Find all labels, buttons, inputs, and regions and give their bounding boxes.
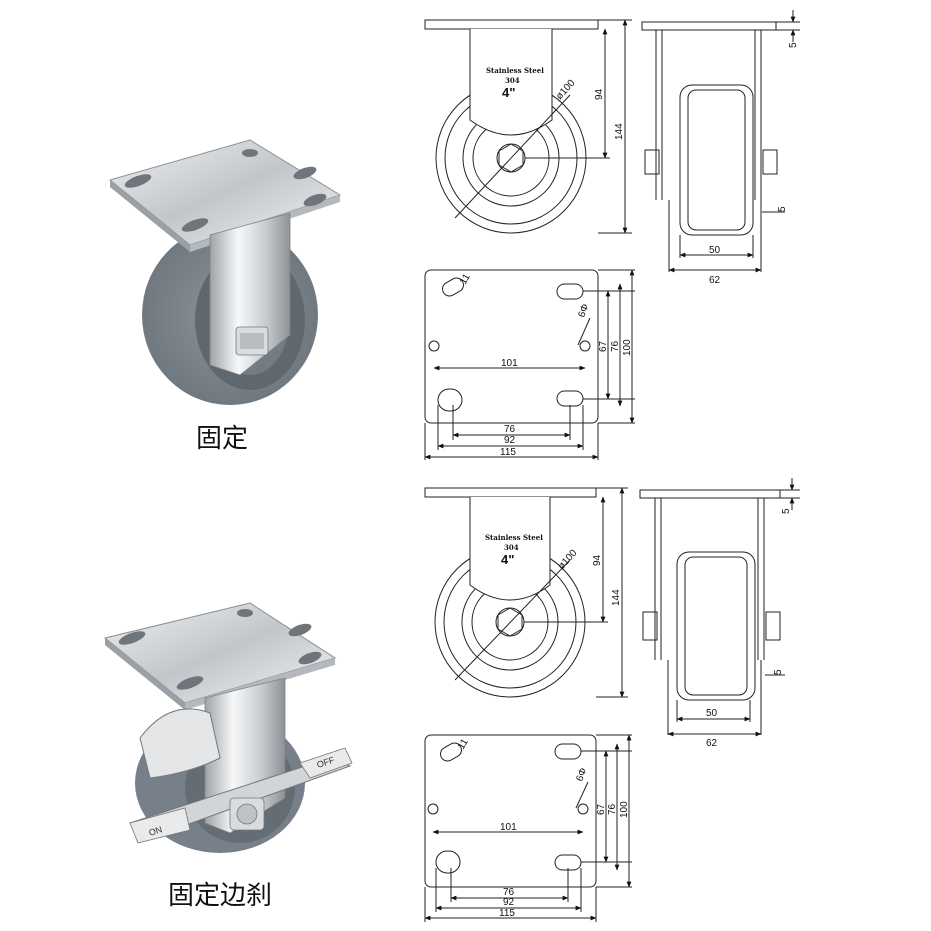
plate-h76-1: 76 bbox=[504, 424, 516, 435]
fixed-brake-caption: 固定边刹 bbox=[168, 881, 273, 911]
front-diameter-2: ø100 bbox=[556, 547, 580, 572]
front-view-1 bbox=[424, 19, 632, 234]
stamp-material-1: Stainless Steel bbox=[486, 66, 544, 75]
plate-v76-2: 76 bbox=[607, 803, 618, 815]
plate-h92-2: 92 bbox=[503, 897, 515, 908]
side-bracket-width-1: 62 bbox=[709, 275, 721, 286]
side-plate-thickness-1: 5 bbox=[788, 42, 799, 48]
stamp-material-2: Stainless Steel bbox=[485, 533, 543, 542]
side-plate-thickness-2: 5 bbox=[781, 508, 792, 514]
front-axle-height-2: 94 bbox=[592, 554, 603, 566]
plate-h76-2: 76 bbox=[503, 887, 515, 898]
stamp-size-2: 4" bbox=[501, 552, 514, 567]
plate-hole-dia-1: 6Φ bbox=[576, 303, 591, 320]
side-wheel-width-2: 50 bbox=[706, 708, 718, 719]
plate-span-2: 101 bbox=[500, 822, 517, 833]
side-view-1 bbox=[641, 10, 800, 273]
stamp-grade-1: 304 bbox=[505, 76, 520, 85]
fixed-caption: 固定 bbox=[196, 424, 249, 454]
plate-span-1: 101 bbox=[501, 358, 518, 369]
plate-view-1 bbox=[424, 269, 635, 460]
front-total-height-1: 144 bbox=[614, 123, 625, 140]
side-bracket-width-2: 62 bbox=[706, 738, 718, 749]
plate-hole-dia-2: 6Φ bbox=[574, 767, 589, 784]
plate-slot-2: 11 bbox=[456, 737, 471, 752]
side-axle-offset-1: 5 bbox=[777, 206, 788, 212]
plate-v100-1: 100 bbox=[622, 339, 633, 356]
plate-v67-1: 67 bbox=[598, 340, 609, 352]
fixed-caster-photo bbox=[108, 139, 342, 405]
side-axle-offset-2: 5 bbox=[773, 669, 784, 675]
front-view-2 bbox=[424, 487, 628, 698]
plate-h115-2: 115 bbox=[499, 908, 515, 919]
stamp-size-1: 4" bbox=[502, 85, 515, 100]
plate-view-2 bbox=[424, 734, 632, 922]
front-axle-height-1: 94 bbox=[594, 88, 605, 100]
stamp-grade-2: 304 bbox=[504, 543, 519, 552]
plate-v67-2: 67 bbox=[596, 803, 607, 815]
side-view-2 bbox=[639, 478, 800, 737]
plate-v100-2: 100 bbox=[619, 801, 630, 818]
plate-v76-1: 76 bbox=[610, 340, 621, 352]
fixed-brake-caster-photo: OFF ON bbox=[103, 602, 353, 853]
plate-h92-1: 92 bbox=[504, 435, 516, 446]
plate-h115-1: 115 bbox=[500, 447, 516, 458]
plate-slot-1: 11 bbox=[458, 272, 473, 287]
brake-on-label: ON bbox=[148, 824, 164, 838]
front-diameter-1: ø100 bbox=[554, 77, 578, 102]
front-total-height-2: 144 bbox=[611, 589, 622, 606]
side-wheel-width-1: 50 bbox=[709, 245, 721, 256]
